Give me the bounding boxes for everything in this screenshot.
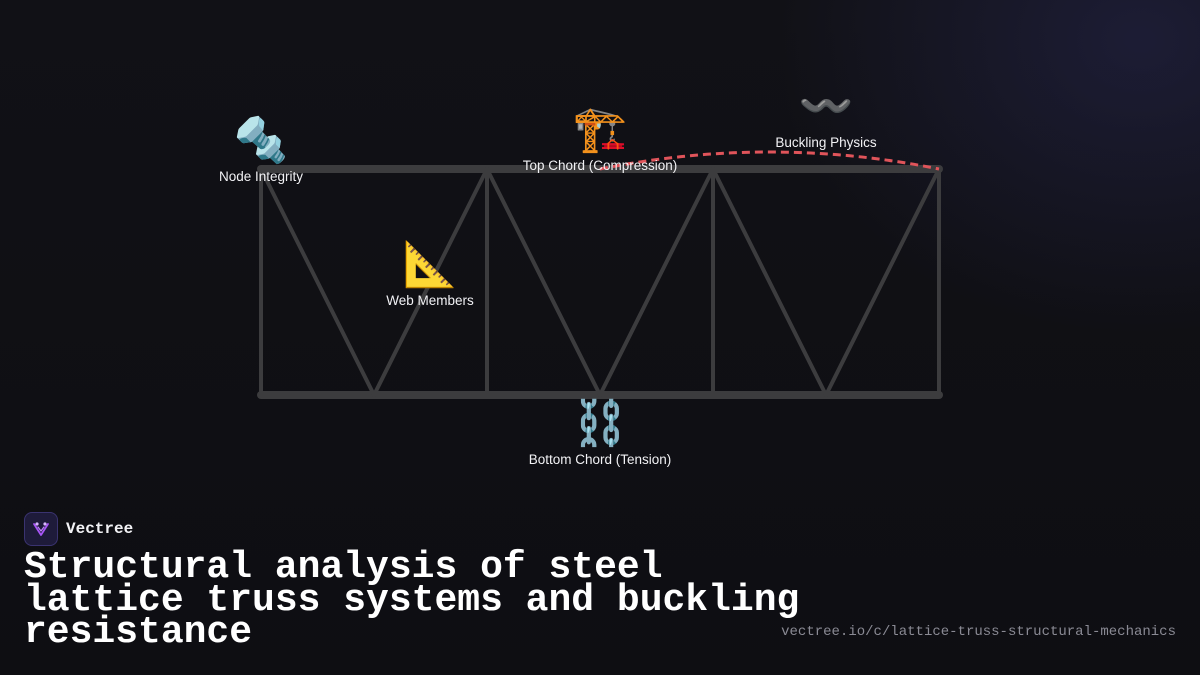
bottom-chord-text: Bottom Chord (Tension) [528,452,672,467]
node-integrity-label: 🔩 Node Integrity [219,115,303,184]
diagonal-member [485,167,602,397]
diagonal-member [259,167,376,397]
diagonal-member [598,167,715,397]
web-members-text: Web Members [386,293,474,308]
bottom-chord-label: ⛓️ Bottom Chord (Tension) [529,398,672,467]
chains-icon: ⛓️ [572,398,628,449]
wavy-line-icon: 〰️ [798,81,854,132]
construction-crane-icon: 🏗️ [572,104,628,155]
top-chord-label: 🏗️ Top Chord (Compression) [523,104,678,173]
page-url[interactable]: vectree.io/c/lattice-truss-structural-me… [781,624,1176,640]
node-integrity-text: Node Integrity [218,169,304,184]
vectree-logo-icon [24,512,58,546]
web-members-label: 📐 Web Members [386,239,474,308]
brand-name: Vectree [66,520,134,538]
page-title: Structural analysis of steel lattice tru… [24,546,800,654]
buckling-physics-text: Buckling Physics [775,135,877,150]
brand: Vectree [24,512,133,546]
bolt-nut-icon: 🔩 [233,115,289,166]
diagonal-member [824,167,941,397]
top-chord-text: Top Chord (Compression) [522,158,678,173]
triangular-ruler-icon: 📐 [402,239,458,290]
buckling-curve [599,150,940,171]
buckling-physics-label: 〰️ Buckling Physics [775,81,876,150]
diagonal-member [372,167,489,397]
diagonal-member [711,167,828,397]
